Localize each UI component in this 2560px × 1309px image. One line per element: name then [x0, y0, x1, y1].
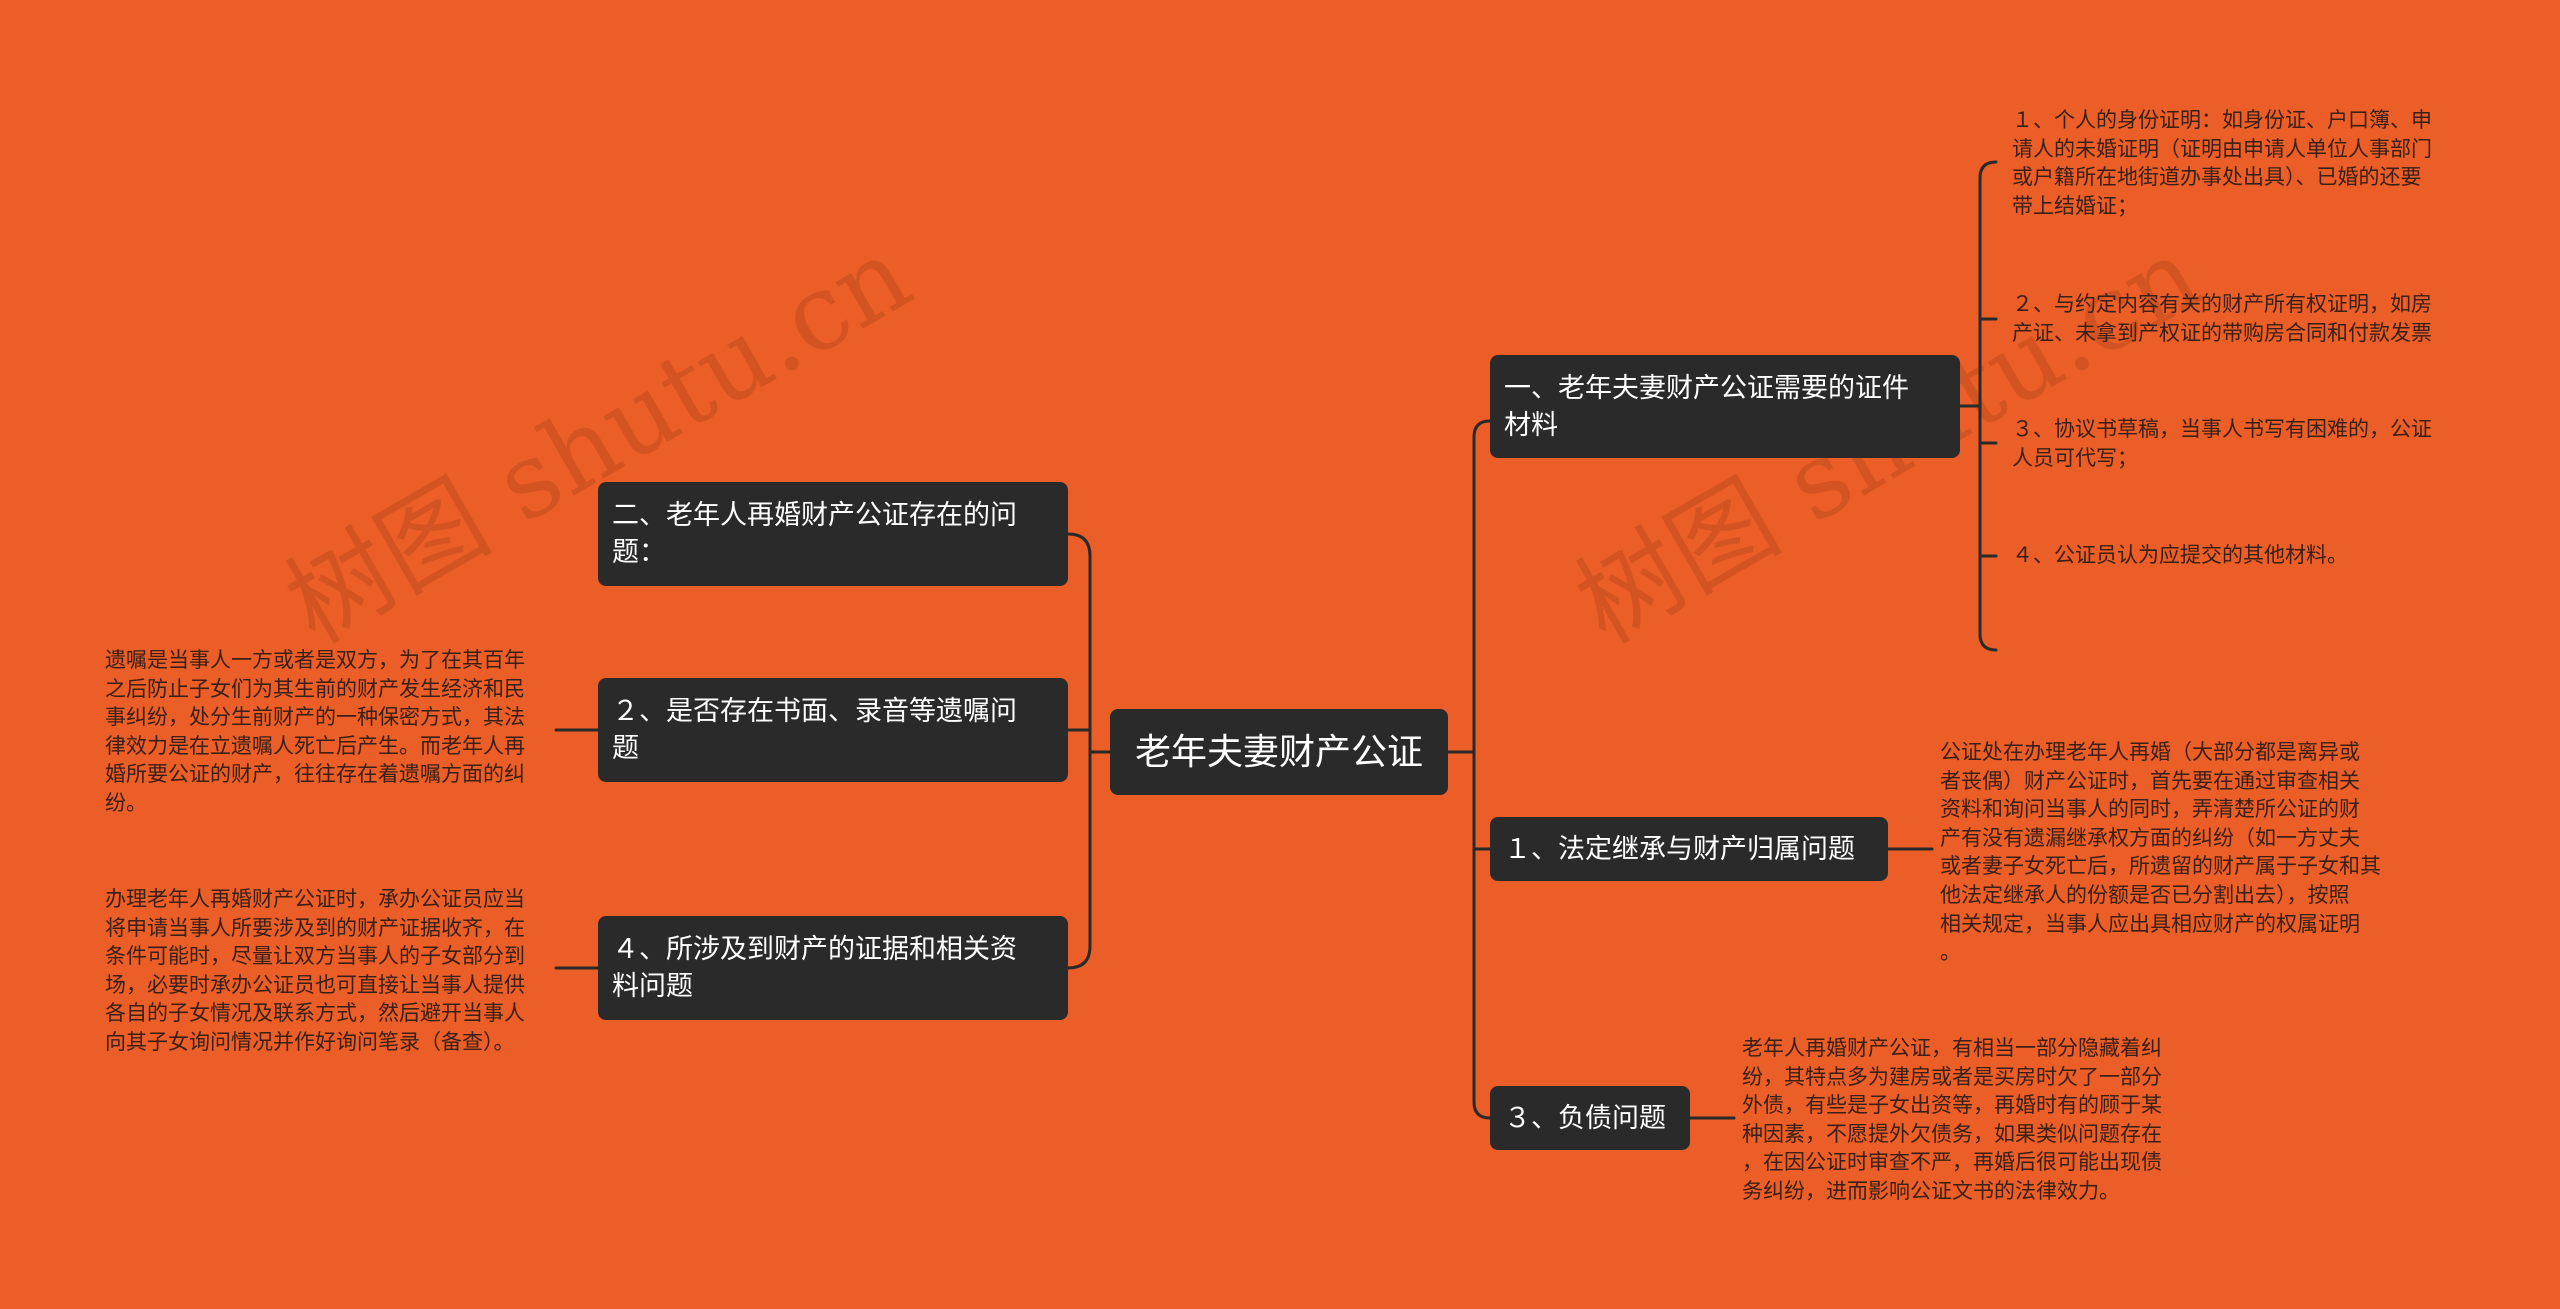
branch-debt-issue[interactable]: ３、负债问题 [1490, 1086, 1690, 1150]
leaf-inheritance-detail: 公证处在办理老年人再婚（大部分都是离异或 者丧偶）财产公证时，首先要在通过审查相… [1940, 740, 2381, 965]
leaf-property-ownership-proof: ２、与约定内容有关的财产所有权证明，如房 产证、未拿到产权证的带购房合同和付款发… [2012, 292, 2432, 345]
branch-required-documents[interactable]: 一、老年夫妻财产公证需要的证件 材料 [1490, 355, 1960, 458]
connector-left-trunk [1066, 532, 1092, 970]
leaf-debt-detail: 老年人再婚财产公证，有相当一部分隐藏着纠 纷，其特点多为建房或者是买房时欠了一部… [1742, 1036, 2162, 1203]
root-topic[interactable]: 老年夫妻财产公证 [1110, 709, 1448, 795]
leaf-identity-proof: １、个人的身份证明：如身份证、户口簿、申 请人的未婚证明（证明由申请人单位人事部… [2012, 108, 2432, 218]
branch-evidence-materials[interactable]: ４、所涉及到财产的证据和相关资 料问题 [598, 916, 1068, 1020]
leaf-agreement-draft: ３、协议书草稿，当事人书写有困难的，公证 人员可代写； [2012, 417, 2432, 470]
branch-existing-problems[interactable]: 二、老年人再婚财产公证存在的问 题： [598, 482, 1068, 586]
connector-b1-bracket [1978, 160, 1998, 652]
leaf-other-materials: ４、公证员认为应提交的其他材料。 [2012, 543, 2348, 567]
leaf-will-detail: 遗嘱是当事人一方或者是双方，为了在其百年 之后防止子女们为其生前的财产发生经济和… [105, 648, 525, 815]
leaf-evidence-detail: 办理老年人再婚财产公证时，承办公证员应当 将申请当事人所要涉及到的财产证据收齐，… [105, 887, 525, 1054]
branch-will-question[interactable]: ２、是否存在书面、录音等遗嘱问 题 [598, 678, 1068, 782]
connector-right-trunk [1472, 419, 1492, 1120]
branch-inheritance-ownership[interactable]: １、法定继承与财产归属问题 [1490, 817, 1888, 881]
